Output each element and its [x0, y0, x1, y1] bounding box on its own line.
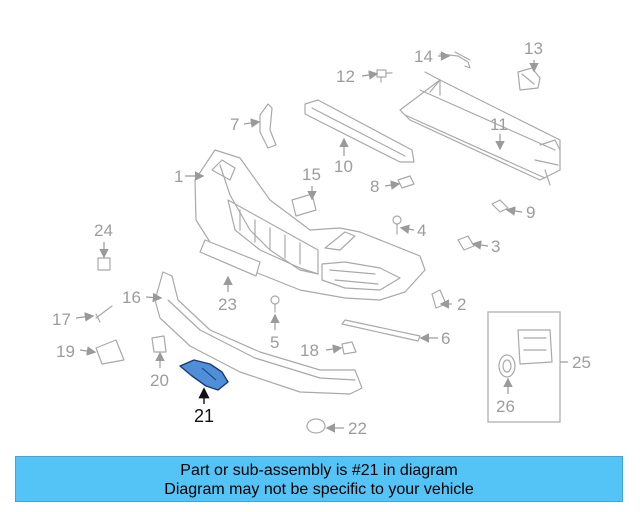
- part-17-bolt: [95, 305, 113, 323]
- callout-23: 23: [218, 295, 237, 314]
- callout-20: 20: [150, 371, 169, 390]
- callout-21: 21: [194, 406, 214, 426]
- callout-2: 2: [457, 295, 466, 314]
- callout-14: 14: [414, 47, 433, 66]
- part-10-absorber: [304, 99, 415, 163]
- callout-1: 1: [174, 167, 183, 186]
- part-7-side-bracket: [259, 103, 277, 149]
- part-20-clip: [151, 335, 167, 353]
- callout-18: 18: [300, 341, 319, 360]
- callout-13: 13: [524, 39, 543, 58]
- callout-9: 9: [526, 203, 535, 222]
- callout-7: 7: [230, 115, 239, 134]
- part-16-lower-spoiler: [154, 271, 363, 395]
- callout-15: 15: [302, 165, 321, 184]
- callout-labels: 1 2 3 4 5 6 7 8 9 10 11 12 13 14 15 16 1…: [52, 39, 591, 438]
- callout-16: 16: [122, 288, 141, 307]
- part-24-fastener: [97, 257, 111, 271]
- callout-19: 19: [56, 342, 75, 361]
- banner-line-disclaimer: Diagram may not be specific to your vehi…: [164, 481, 474, 498]
- callout-25: 25: [572, 353, 591, 372]
- leader-lines: [75, 51, 568, 433]
- part-6-molding: [341, 319, 421, 342]
- callout-5: 5: [270, 333, 279, 352]
- part-23-plate-bracket: [199, 239, 261, 277]
- part-11-reinforcement-beam: [399, 71, 561, 186]
- callout-10: 10: [334, 157, 353, 176]
- part-4-screw: [392, 215, 402, 235]
- callout-17: 17: [52, 310, 71, 329]
- callout-24: 24: [94, 221, 113, 240]
- callout-26: 26: [496, 397, 515, 416]
- part-12-bolt: [376, 69, 393, 83]
- part-25-sensor-box: [487, 311, 561, 423]
- part-2-clip: [431, 289, 447, 309]
- part-13-bracket: [517, 67, 541, 91]
- info-banner: Part or sub-assembly is #21 in diagram D…: [15, 456, 623, 502]
- part-22-grommet: [306, 418, 326, 434]
- part-3-clip: [457, 235, 475, 251]
- part-5-screw: [270, 295, 280, 313]
- part-19-seal: [95, 339, 125, 365]
- part-21-highlighted: [179, 359, 229, 391]
- part-9-bolt: [491, 199, 509, 213]
- callout-6: 6: [441, 329, 450, 348]
- callout-3: 3: [491, 237, 500, 256]
- parts-diagram: 1 2 3 4 5 6 7 8 9 10 11 12 13 14 15 16 1…: [52, 39, 591, 438]
- part-8-bolt: [397, 175, 415, 189]
- callout-4: 4: [417, 221, 426, 240]
- banner-line-part: Part or sub-assembly is #21 in diagram: [180, 462, 458, 479]
- callout-12: 12: [336, 67, 355, 86]
- part-18-bolt: [341, 341, 357, 355]
- callout-22: 22: [348, 419, 367, 438]
- part-14-clip: [439, 51, 471, 69]
- callout-11: 11: [490, 115, 508, 134]
- callout-8: 8: [370, 177, 379, 196]
